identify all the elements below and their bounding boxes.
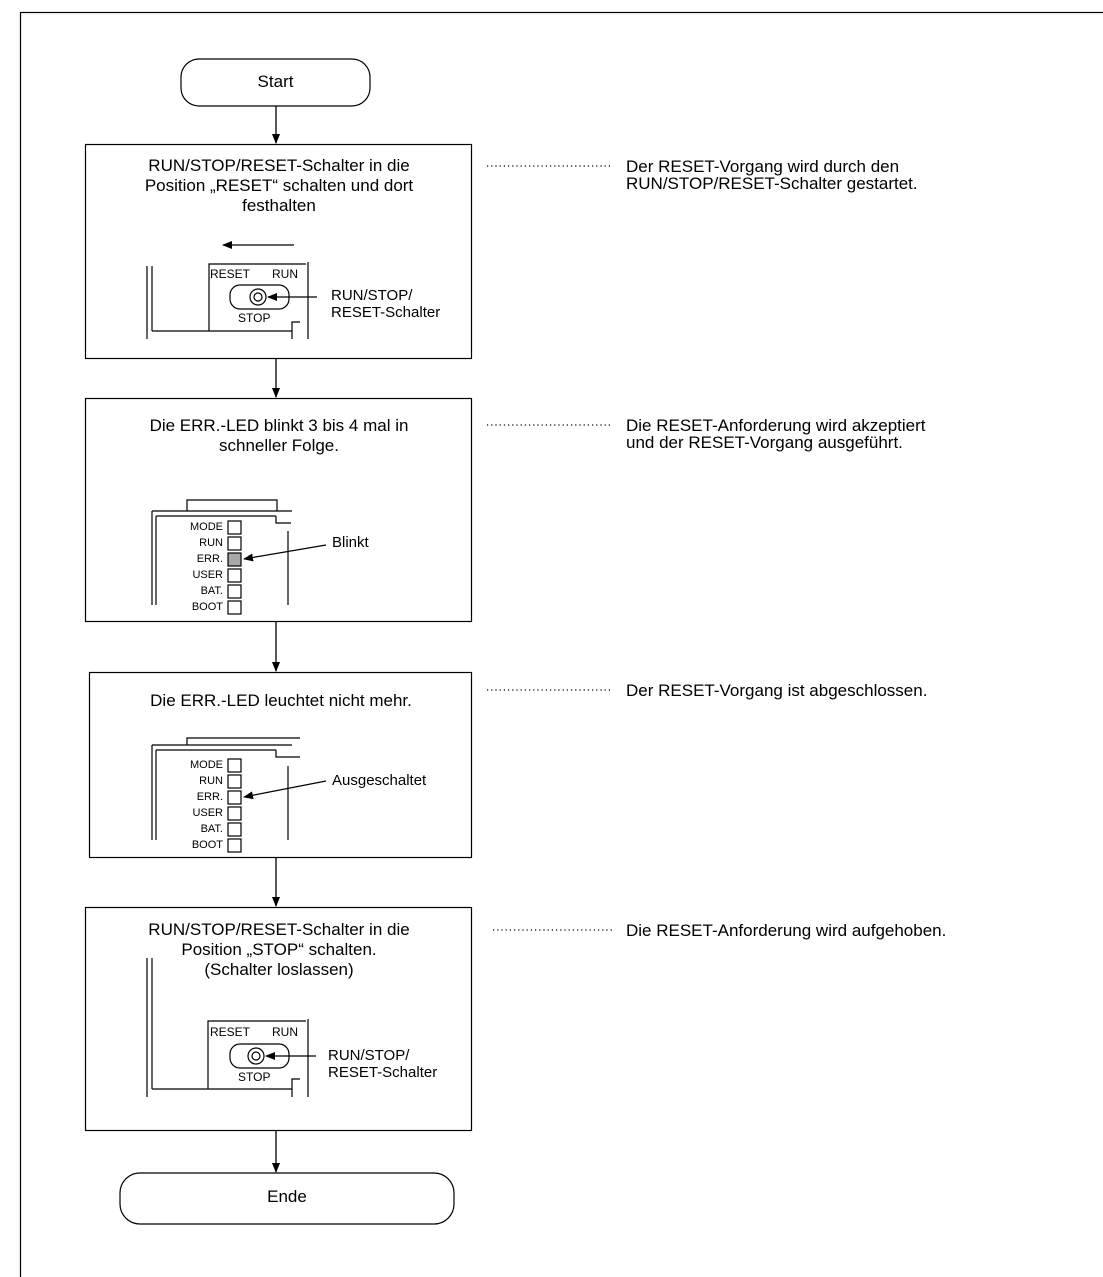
step3-box: [88, 671, 473, 859]
switch-label-stop: STOP: [238, 1070, 271, 1084]
step2-title: Die ERR.-LED blinkt 3 bis 4 mal in schne…: [86, 416, 472, 456]
step3-title: Die ERR.-LED leuchtet nicht mehr.: [90, 691, 472, 711]
step1-title: RUN/STOP/RESET-Schalter in die Position …: [86, 156, 472, 216]
step4-note: Die RESET-Anforderung wird aufgehoben.: [626, 922, 946, 939]
page-frame: [19, 11, 1103, 1277]
led-label: MODE: [190, 759, 223, 771]
step3-title-line: Die ERR.-LED leuchtet nicht mehr.: [150, 691, 412, 710]
led-label: RUN: [199, 775, 223, 787]
led-callout-arrow: [243, 544, 327, 562]
switch-label-reset: RESET: [210, 1025, 251, 1039]
callout-line: RUN/STOP/: [328, 1047, 410, 1064]
end-terminal: [119, 1172, 455, 1225]
switch-label-stop: STOP: [238, 311, 271, 325]
led-label: BAT.: [200, 823, 223, 835]
led-callout-arrow: [243, 780, 327, 800]
led-boot: [227, 838, 242, 853]
end-label: Ende: [267, 1187, 307, 1206]
led-label: USER: [192, 807, 223, 819]
led-user: [227, 568, 242, 583]
led-label: ERR.: [196, 553, 223, 565]
step1-switch-illustration: [146, 241, 317, 339]
led-err: [227, 790, 242, 805]
step2-callout: Blinkt: [332, 534, 369, 551]
led-run: [227, 774, 242, 789]
step4-box: [84, 906, 473, 1132]
step3-led-panel: [151, 737, 327, 853]
callout-line: RESET-Schalter: [331, 304, 441, 321]
step2-led-panel: [151, 499, 327, 615]
step3-callout: Ausgeschaltet: [332, 772, 427, 789]
led-boot: [227, 600, 242, 615]
led-run: [227, 536, 242, 551]
led-mode: [227, 758, 242, 773]
led-label: USER: [192, 569, 223, 581]
callout-line: RESET-Schalter: [328, 1064, 438, 1081]
led-bat: [227, 822, 242, 837]
led-label: BOOT: [191, 839, 223, 851]
led-label: MODE: [190, 521, 223, 533]
step2-title-line: schneller Folge.: [218, 436, 339, 455]
step4-title-line: Position „STOP“ schalten.: [181, 940, 377, 959]
step4-title: RUN/STOP/RESET-Schalter in die Position …: [86, 920, 472, 980]
step1-box: [84, 143, 473, 360]
switch-label-run: RUN: [272, 267, 298, 281]
led-label: ERR.: [196, 791, 223, 803]
step1-note: Der RESET-Vorgang wird durch den RUN/STO…: [626, 158, 918, 192]
step1-title-line: festhalten: [242, 196, 316, 215]
step2-note: Die RESET-Anforderung wird akzeptiert un…: [626, 417, 926, 451]
led-bat: [227, 584, 242, 599]
step2-title-line: Die ERR.-LED blinkt 3 bis 4 mal in: [149, 416, 409, 435]
switch-label-reset: RESET: [210, 267, 251, 281]
led-err: [227, 552, 242, 567]
callout-line: RUN/STOP/: [331, 287, 413, 304]
step4-callout: RUN/STOP/ RESET-Schalter: [328, 1047, 437, 1081]
led-label: RUN: [199, 537, 223, 549]
led-mode: [227, 520, 242, 535]
step4-title-line: RUN/STOP/RESET-Schalter in die: [148, 920, 410, 939]
switch-label-run: RUN: [272, 1025, 298, 1039]
step1-title-line: RUN/STOP/RESET-Schalter in die: [148, 156, 410, 175]
step4-switch-illustration: [146, 958, 316, 1097]
led-user: [227, 806, 242, 821]
led-label: BAT.: [200, 585, 223, 597]
step2-box: [84, 397, 473, 623]
note-leaders: [487, 165, 612, 931]
step4-title-line: (Schalter loslassen): [204, 960, 354, 979]
note-line: Der RESET-Vorgang wird durch den: [626, 157, 900, 176]
note-line: Die RESET-Anforderung wird aufgehoben.: [626, 921, 947, 940]
note-line: und der RESET-Vorgang ausgeführt.: [626, 433, 903, 452]
step1-title-line: Position „RESET“ schalten und dort: [144, 176, 414, 195]
step3-note: Der RESET-Vorgang ist abgeschlossen.: [626, 682, 927, 699]
note-line: Der RESET-Vorgang ist abgeschlossen.: [626, 681, 928, 700]
step1-callout: RUN/STOP/ RESET-Schalter: [331, 287, 440, 321]
led-label: BOOT: [191, 601, 223, 613]
note-line: Die RESET-Anforderung wird akzeptiert: [626, 416, 926, 435]
note-line: RUN/STOP/RESET-Schalter gestartet.: [626, 174, 918, 193]
start-label: Start: [257, 72, 294, 91]
